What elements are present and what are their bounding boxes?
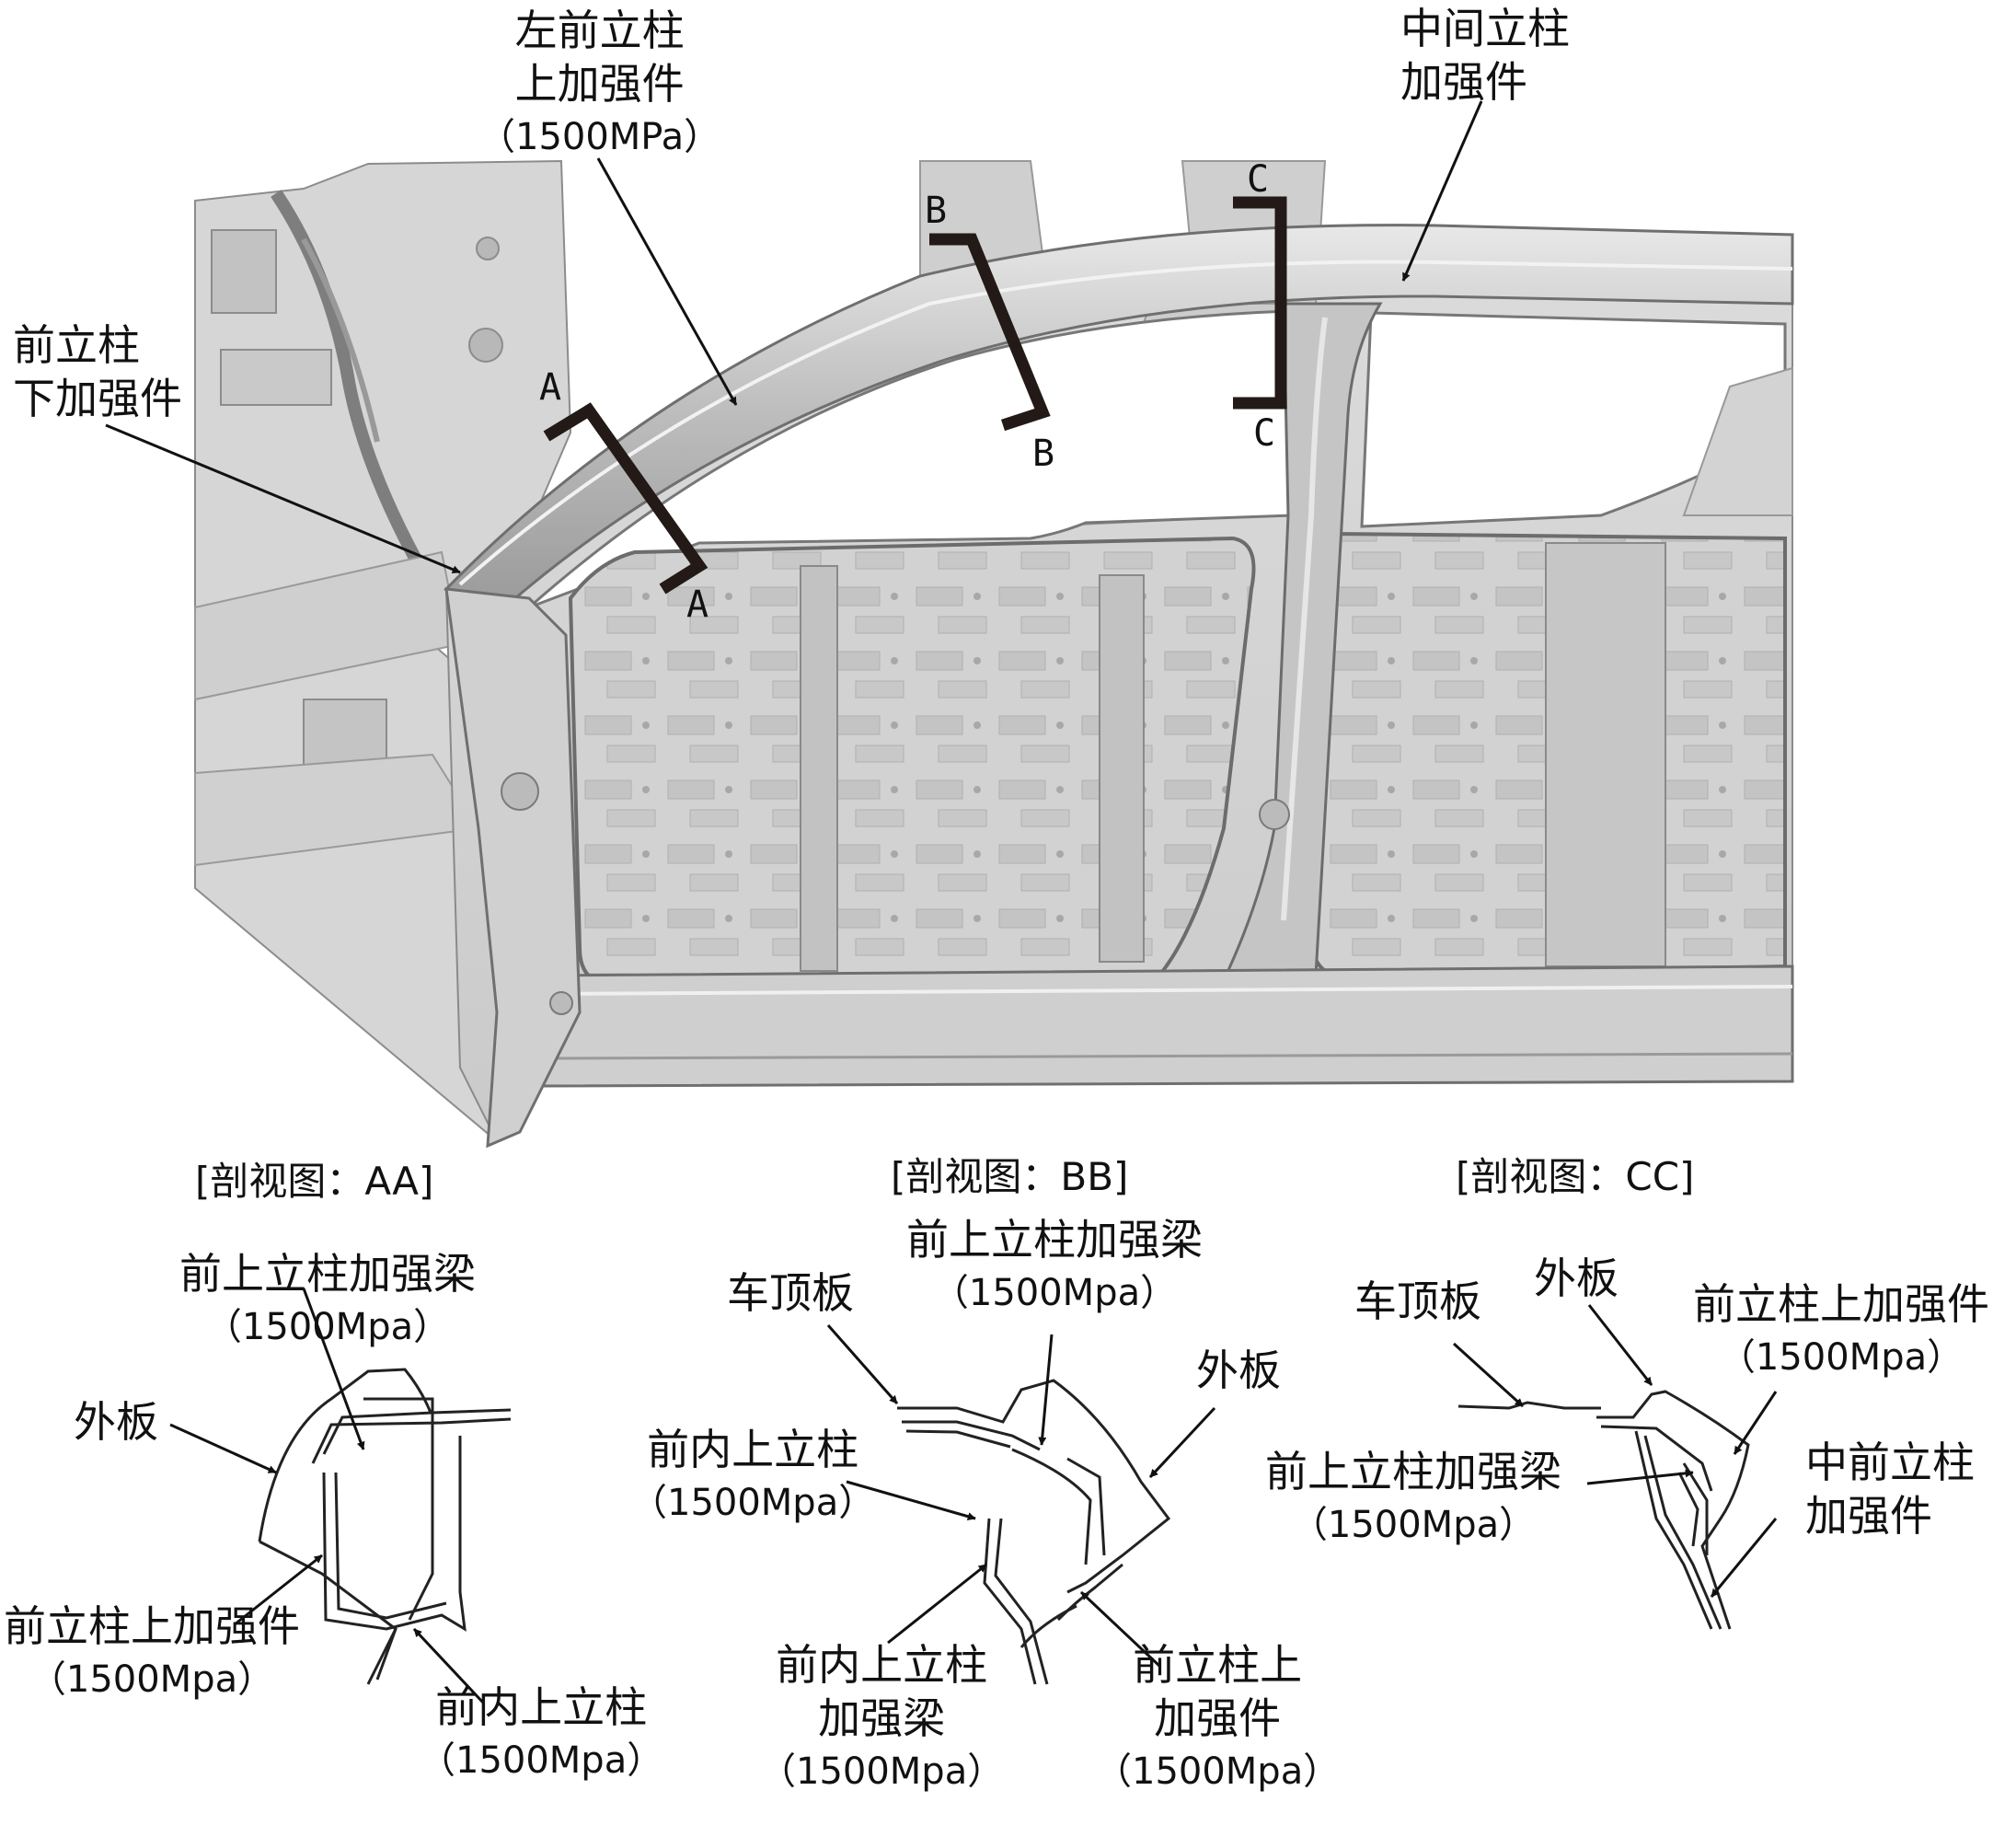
arrow-aa-pillar-upper: [234, 1554, 323, 1626]
bb-label-pillar-upper-reinforcement: 前立柱上 加强件 （1500Mpa）: [1095, 1640, 1341, 1793]
section-mark-a-bottom: A: [686, 583, 709, 626]
bb-label-inner-upper-pillar: 前内上立柱 （1500Mpa）: [630, 1425, 876, 1524]
cc-label-upper-pillar-beam: 前上立柱加强梁 （1500Mpa）: [1265, 1447, 1561, 1546]
bb-label-upper-pillar-beam: 前上立柱加强梁 （1500Mpa）: [906, 1215, 1203, 1314]
arrow-aa-upper-beam: [302, 1288, 365, 1450]
aa-label-pillar-upper-reinforcement: 前立柱上加强件 （1500Mpa）: [4, 1601, 300, 1701]
arrow-cc-outer: [1587, 1304, 1653, 1386]
section-mark-c-top: C: [1247, 158, 1270, 201]
arrow-bb-inner-upper: [846, 1480, 976, 1521]
cc-label-outer-panel: 外板: [1534, 1253, 1619, 1303]
arrow-cc-upper-beam: [1586, 1469, 1694, 1485]
arrow-cc-pillar-upper: [1733, 1391, 1778, 1455]
section-marker-b: [929, 233, 1051, 432]
section-mark-b-top: B: [925, 190, 948, 232]
bb-label-roof-panel: 车顶板: [727, 1268, 854, 1318]
section-aa-drawing: [258, 1368, 512, 1685]
section-marker-c: [1233, 196, 1287, 410]
label-left-a-pillar-upper-reinforcement: 左前立柱 上加强件 （1500MPa）: [478, 6, 721, 158]
section-mark-c-bottom: C: [1253, 412, 1276, 455]
arrow-cc-mid-pillar: [1710, 1518, 1778, 1598]
arrow-center-pillar: [1401, 100, 1483, 282]
section-marker-a: [543, 402, 708, 595]
cc-label-mid-front-pillar-reinforcement: 中前立柱 加强件: [1805, 1438, 1975, 1541]
bb-label-inner-upper-pillar-beam: 前内上立柱 加强梁 （1500Mpa）: [759, 1640, 1005, 1793]
arrow-bb-outer: [1148, 1406, 1216, 1479]
section-aa-title: [剖视图：AA]: [195, 1159, 434, 1204]
label-center-pillar-reinforcement: 中间立柱 加强件: [1400, 4, 1570, 107]
section-cc-title: [剖视图：CC]: [1456, 1154, 1695, 1199]
arrow-bb-pillar-upper: [1079, 1590, 1161, 1668]
arrow-bb-upper-beam: [1038, 1334, 1054, 1446]
section-mark-a-top: A: [539, 366, 562, 409]
section-mark-b-bottom: B: [1032, 433, 1055, 475]
arrow-left-a-pillar-upper: [596, 157, 738, 406]
arrow-aa-inner-upper: [412, 1627, 485, 1704]
a-pillar-lower: [444, 587, 582, 1149]
arrow-cc-roof: [1452, 1342, 1525, 1408]
arrow-bb-roof: [826, 1324, 899, 1404]
aa-label-outer-panel: 外板: [74, 1397, 158, 1447]
cc-label-pillar-upper-reinforcement: 前立柱上加强件 （1500Mpa）: [1693, 1279, 1989, 1379]
front-structure: [194, 159, 572, 1143]
label-front-pillar-lower-reinforcement: 前立柱 下加强件: [13, 320, 182, 423]
arrow-aa-outer: [169, 1423, 277, 1474]
bb-label-outer-panel: 外板: [1196, 1346, 1281, 1395]
arrow-front-pillar-lower: [105, 423, 461, 574]
arrow-bb-inner-beam: [887, 1563, 987, 1645]
aa-label-upper-pillar-beam: 前上立柱加强梁 （1500Mpa）: [179, 1249, 476, 1348]
section-bb-title: [剖视图：BB]: [891, 1154, 1129, 1199]
aa-label-inner-upper-pillar: 前内上立柱 （1500Mpa）: [419, 1682, 664, 1782]
cc-label-roof-panel: 车顶板: [1354, 1276, 1481, 1326]
